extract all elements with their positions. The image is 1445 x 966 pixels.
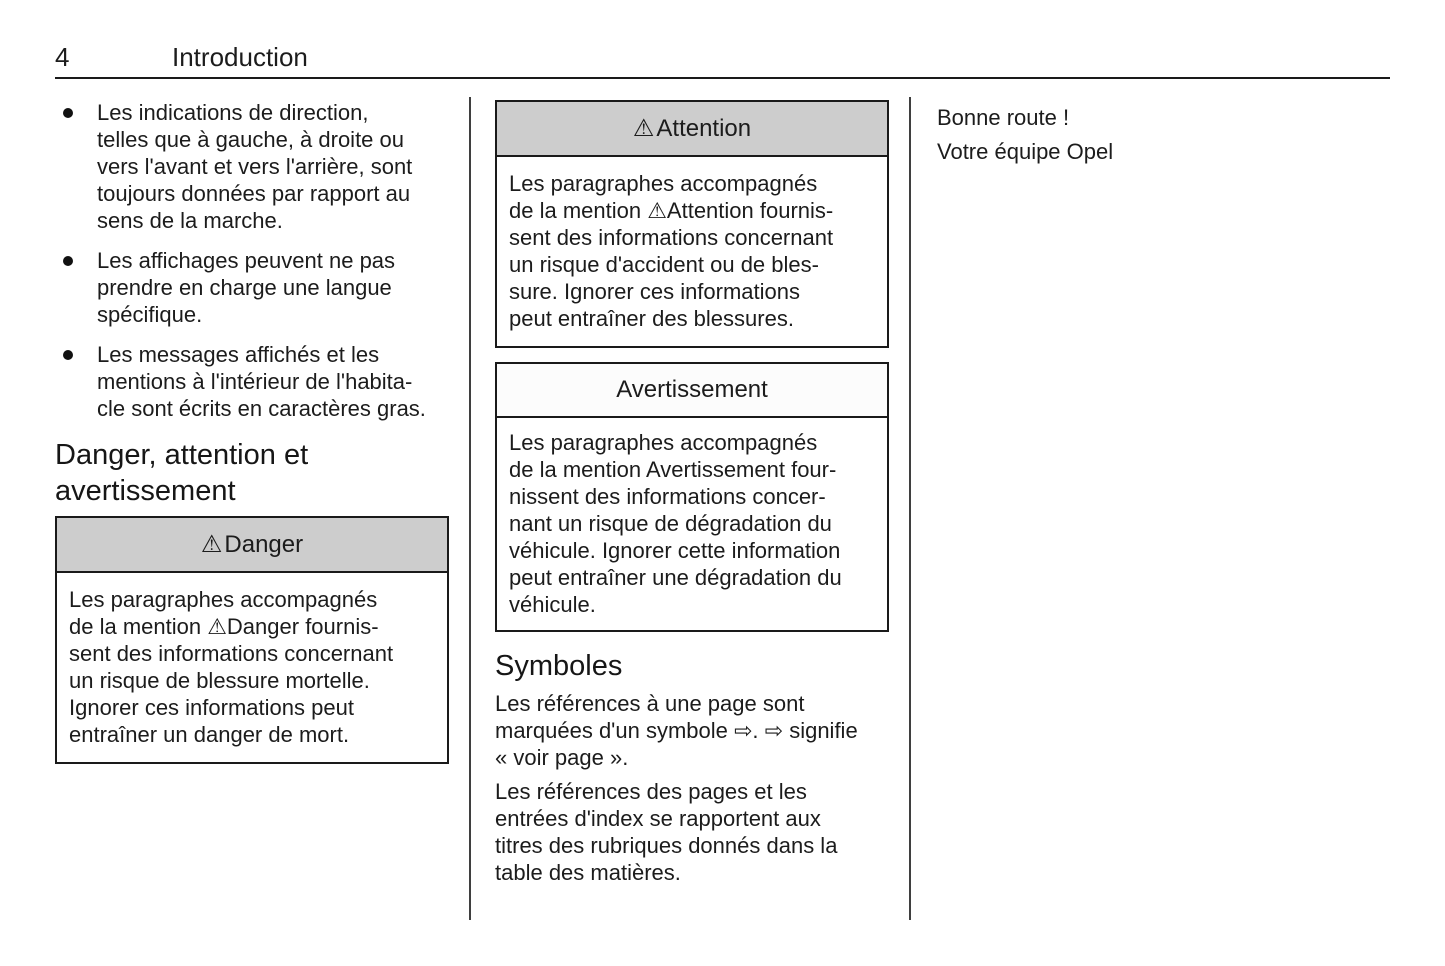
section-heading-danger-attention: Danger, attention et avertissement: [55, 437, 449, 509]
attention-box-header: ⚠Attention: [497, 102, 887, 157]
warning-triangle-icon: ⚠: [200, 530, 223, 558]
list-item-text: Les indications de direction,telles que …: [97, 99, 449, 234]
text-line: Les paragraphes accompagnés: [69, 587, 378, 612]
text-line: « voir page ».: [495, 745, 629, 770]
text-line: titres des rubriques donnés dans la: [495, 833, 838, 858]
bullet-icon: [63, 350, 73, 360]
avertissement-box-title: Avertissement: [616, 376, 768, 403]
page-title: Introduction: [172, 42, 308, 72]
text-line: peut entraîner des blessures.: [509, 306, 794, 331]
text-line: Les indications de direction,: [97, 100, 369, 125]
text-line: vers l'avant et vers l'arrière, sont: [97, 154, 413, 179]
danger-box-title: Danger: [224, 531, 304, 558]
text-line: mentions à l'intérieur de l'habita-: [97, 369, 413, 394]
column-divider-1: [469, 97, 471, 920]
text-line: nant un risque de dégradation du: [509, 511, 832, 536]
text-line: prendre en charge une langue: [97, 275, 392, 300]
page-number: 4: [55, 42, 70, 72]
text-line: table des matières.: [495, 860, 681, 885]
text-line: entraîner un danger de mort.: [69, 722, 350, 747]
text-line: sens de la marche.: [97, 208, 283, 233]
text-line: entrées d'index se rapportent aux: [495, 806, 821, 831]
text-line: de la mention Avertissement four-: [509, 457, 837, 482]
warning-triangle-icon: ⚠: [632, 114, 655, 142]
bullet-icon: [63, 256, 73, 266]
text-line: de la mention ⚠Danger fournis-: [69, 614, 379, 639]
column-divider-2: [909, 97, 911, 920]
text-line: Les messages affichés et les: [97, 342, 380, 367]
text-line: Les paragraphes accompagnés: [509, 430, 818, 455]
list-item: Les indications de direction,telles que …: [55, 99, 449, 234]
closing-text: Bonne route ! Votre équipe Opel: [937, 101, 1397, 169]
text-line: Les références à une page sont: [495, 691, 805, 716]
attention-box-title: Attention: [656, 115, 752, 142]
text-line: véhicule.: [509, 592, 596, 617]
column-3: Bonne route ! Votre équipe Opel: [937, 101, 1397, 169]
text-line: cle sont écrits en caractères gras.: [97, 396, 426, 421]
text-line: marquées d'un symbole ⇨. ⇨ signifie: [495, 718, 858, 743]
text-line: de la mention ⚠Attention fournis-: [509, 198, 834, 223]
text-line: telles que à gauche, à droite ou: [97, 127, 405, 152]
avertissement-box: Avertissement Les paragraphes accompagné…: [495, 362, 889, 632]
text-line: sent des informations concernant: [509, 225, 834, 250]
text-line: Votre équipe Opel: [937, 139, 1114, 164]
text-line: un risque de blessure mortelle.: [69, 668, 370, 693]
text-line: Les affichages peuvent ne pas: [97, 248, 396, 273]
section-heading-symbols: Symboles: [495, 650, 623, 682]
text-line: Bonne route !: [937, 105, 1070, 130]
text-line: toujours données par rapport au: [97, 181, 411, 206]
column-1: Les indications de direction,telles que …: [55, 99, 449, 764]
text-line: un risque d'accident ou de bles-: [509, 252, 819, 277]
text-line: Les références des pages et les: [495, 779, 807, 804]
text-line: sent des informations concernant: [69, 641, 394, 666]
text-line: nissent des informations concer-: [509, 484, 826, 509]
text-line: avertissement: [55, 475, 236, 507]
text-line: Ignorer ces informations peut: [69, 695, 354, 720]
bullet-icon: [63, 108, 73, 118]
text-line: véhicule. Ignorer cette information: [509, 538, 841, 563]
text-line: Les paragraphes accompagnés: [509, 171, 818, 196]
header-rule: [55, 77, 1390, 79]
text-line: sure. Ignorer ces informations: [509, 279, 801, 304]
avertissement-box-header: Avertissement: [497, 364, 887, 418]
danger-box-header: ⚠Danger: [57, 518, 447, 573]
text-line: Danger, attention et: [55, 439, 309, 471]
text-line: peut entraîner une dégradation du: [509, 565, 842, 590]
text-line: spécifique.: [97, 302, 203, 327]
